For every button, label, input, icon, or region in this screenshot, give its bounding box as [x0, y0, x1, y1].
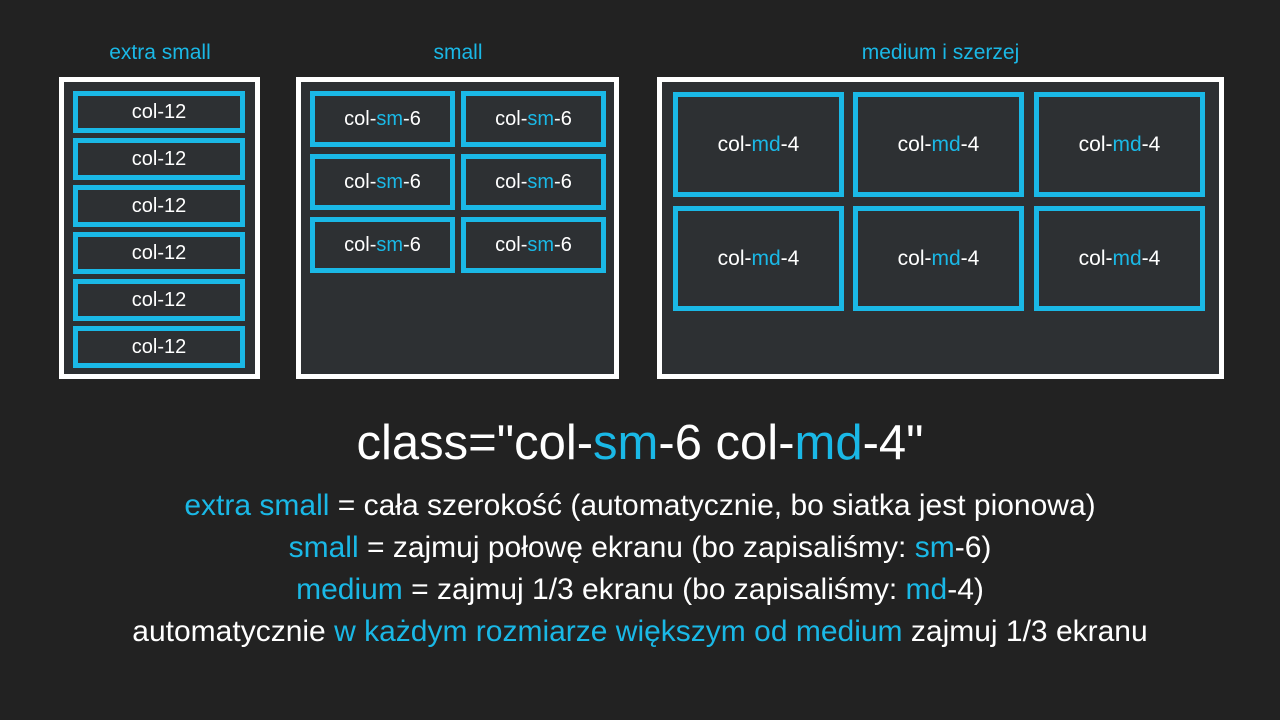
grid-cell: col-12: [73, 91, 245, 133]
panel-title-extra-small: extra small: [109, 41, 211, 64]
grid-cell: col-12: [73, 326, 245, 368]
grid-cell: col-sm-6: [310, 91, 455, 147]
grid-cell: col-md-4: [673, 206, 844, 311]
panel-title-small: small: [433, 41, 483, 64]
small-frame: col-sm-6 col-sm-6 col-sm-6 col-sm-6 col-…: [296, 77, 619, 379]
extra-small-frame: col-12 col-12 col-12 col-12 col-12 col-1…: [59, 77, 260, 379]
grid-cell: col-12: [73, 232, 245, 274]
explanation-line-small: small = zajmuj połowę ekranu (bo zapisal…: [288, 531, 992, 564]
grid-cell: col-sm-6: [310, 217, 455, 273]
grid-cell: col-md-4: [673, 92, 844, 197]
panel-title-medium: medium i szerzej: [861, 41, 1020, 64]
explanation-line-larger: automatycznie w każdym rozmiarze większy…: [132, 615, 1148, 648]
grid-cell: col-md-4: [1034, 206, 1205, 311]
grid-cell: col-md-4: [853, 206, 1024, 311]
explanation-line-medium: medium = zajmuj 1/3 ekranu (bo zapisaliś…: [296, 573, 984, 606]
grid-cell: col-md-4: [853, 92, 1024, 197]
class-attribute-code: class="col-sm-6 col-md-4": [356, 416, 924, 470]
grid-cell: col-sm-6: [461, 217, 606, 273]
explanation-line-extra-small: extra small = cała szerokość (automatycz…: [184, 489, 1096, 522]
grid-cell: col-md-4: [1034, 92, 1205, 197]
grid-cell: col-12: [73, 279, 245, 321]
grid-cell: col-sm-6: [310, 154, 455, 210]
grid-cell: col-sm-6: [461, 154, 606, 210]
grid-cell: col-sm-6: [461, 91, 606, 147]
grid-cell: col-12: [73, 138, 245, 180]
grid-cell: col-12: [73, 185, 245, 227]
medium-frame: col-md-4 col-md-4 col-md-4 col-md-4 col-…: [657, 77, 1224, 379]
